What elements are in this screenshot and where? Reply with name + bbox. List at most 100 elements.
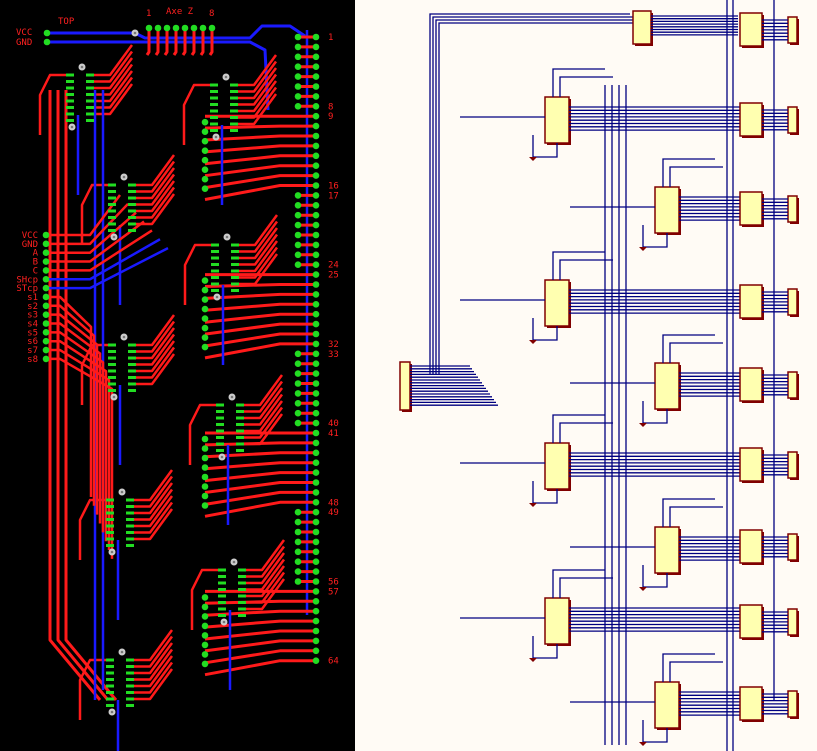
shift-register bbox=[544, 597, 570, 645]
smd-pad bbox=[126, 498, 134, 502]
chip-trace bbox=[136, 346, 176, 379]
left-connector-pad bbox=[42, 355, 50, 363]
smd-pad bbox=[126, 678, 134, 681]
chip-trace bbox=[239, 233, 279, 266]
input-trace bbox=[46, 211, 137, 254]
inner-pad bbox=[294, 202, 302, 209]
inner-pad bbox=[294, 400, 302, 407]
smd-pad bbox=[126, 691, 134, 694]
right-pin-label: 64 bbox=[328, 657, 339, 667]
smd-pad bbox=[211, 282, 219, 286]
mid-pad bbox=[201, 632, 209, 639]
left-connector-pad bbox=[42, 329, 50, 336]
right-connector-pad bbox=[312, 83, 320, 90]
smd-pad bbox=[128, 216, 136, 219]
output-connector bbox=[787, 106, 798, 134]
smd-pad bbox=[216, 429, 224, 433]
right-pin-label: 32 bbox=[328, 340, 339, 350]
vcc-pad bbox=[43, 29, 51, 37]
mid-pad bbox=[201, 613, 209, 620]
via-hole bbox=[80, 65, 84, 69]
right-connector-pad bbox=[312, 588, 320, 595]
smd-pad bbox=[106, 544, 114, 547]
smd-pad bbox=[106, 665, 114, 668]
mid-pad bbox=[201, 185, 209, 192]
smd-pad bbox=[108, 229, 116, 232]
smd-pad bbox=[66, 73, 74, 77]
smd-pad bbox=[106, 518, 114, 521]
trace bbox=[145, 28, 151, 56]
chip-trace bbox=[136, 173, 176, 206]
smd-pad bbox=[128, 369, 136, 373]
left-connector-label: GND bbox=[22, 240, 38, 250]
header-pin-last: 8 bbox=[209, 9, 214, 19]
input-bus bbox=[429, 13, 630, 375]
smd-pad bbox=[126, 658, 134, 662]
fanout-trace bbox=[204, 659, 316, 677]
smd-pad bbox=[231, 276, 239, 279]
smd-pad bbox=[106, 704, 114, 707]
inner-pad bbox=[294, 350, 302, 358]
smd-pad bbox=[210, 122, 218, 126]
left-connector-label: B bbox=[33, 258, 38, 268]
right-pin-label: 24 bbox=[328, 261, 339, 271]
right-pin-label: 16 bbox=[328, 182, 339, 192]
fanout-trace bbox=[204, 461, 316, 471]
ground-icon bbox=[529, 340, 537, 344]
mid-pad bbox=[201, 324, 209, 332]
pcb-pads bbox=[42, 24, 320, 716]
chip-trace bbox=[134, 668, 174, 701]
smd-pad bbox=[126, 537, 134, 541]
right-connector-pad bbox=[312, 63, 320, 70]
right-pin-label: 1 bbox=[328, 33, 333, 43]
header-pin-first: 1 bbox=[146, 9, 151, 19]
left-connector-label: A bbox=[33, 249, 39, 259]
inner-pad bbox=[294, 33, 302, 41]
chip-trace bbox=[94, 63, 134, 96]
pcb-canvas: TOP Axe Z 1 8 VCC GND VCCGNDABCSHcpSTcps… bbox=[16, 7, 339, 751]
smd-pad bbox=[236, 423, 244, 426]
driver-chip bbox=[739, 191, 763, 226]
inner-pad bbox=[294, 231, 302, 239]
smd-pad bbox=[230, 116, 238, 119]
control-wire bbox=[559, 577, 613, 598]
trace bbox=[199, 28, 205, 56]
chip-trace bbox=[134, 508, 174, 541]
right-connector-pad bbox=[312, 271, 320, 278]
long-trace bbox=[48, 90, 102, 701]
fanout-trace bbox=[204, 471, 316, 483]
gnd-wire bbox=[642, 401, 668, 424]
via-hole bbox=[224, 75, 228, 79]
smd-pad bbox=[128, 350, 136, 353]
right-connector-pad bbox=[312, 152, 320, 160]
chip-trace bbox=[246, 558, 286, 591]
header-pad bbox=[145, 24, 153, 32]
right-connector-pad bbox=[312, 53, 320, 61]
right-connector-pad bbox=[312, 607, 320, 615]
smd-pad bbox=[128, 363, 136, 366]
chip-trace bbox=[246, 571, 286, 604]
left-connector-pad bbox=[42, 267, 50, 274]
inner-pad bbox=[294, 241, 302, 249]
chip-trace bbox=[239, 220, 279, 253]
smd-pad bbox=[218, 568, 226, 572]
smd-pad bbox=[211, 276, 219, 279]
smd-pad bbox=[216, 410, 224, 413]
inner-pad bbox=[294, 578, 302, 585]
fanout-trace bbox=[204, 283, 316, 288]
inner-pad bbox=[294, 192, 302, 199]
pcb-traces bbox=[38, 24, 316, 751]
fanout-trace bbox=[204, 124, 316, 130]
smd-pad bbox=[218, 575, 226, 578]
smd-pad bbox=[126, 505, 134, 508]
smd-pad bbox=[231, 263, 239, 266]
driver-chip bbox=[739, 447, 763, 482]
right-pin-label: 41 bbox=[328, 429, 339, 439]
driver-chip bbox=[739, 12, 763, 47]
smd-pad bbox=[238, 581, 246, 585]
via-hole bbox=[70, 125, 74, 129]
smd-pad bbox=[128, 389, 136, 392]
fanout-trace bbox=[204, 342, 316, 360]
input-trace bbox=[46, 220, 145, 263]
chip-trace bbox=[244, 406, 284, 439]
